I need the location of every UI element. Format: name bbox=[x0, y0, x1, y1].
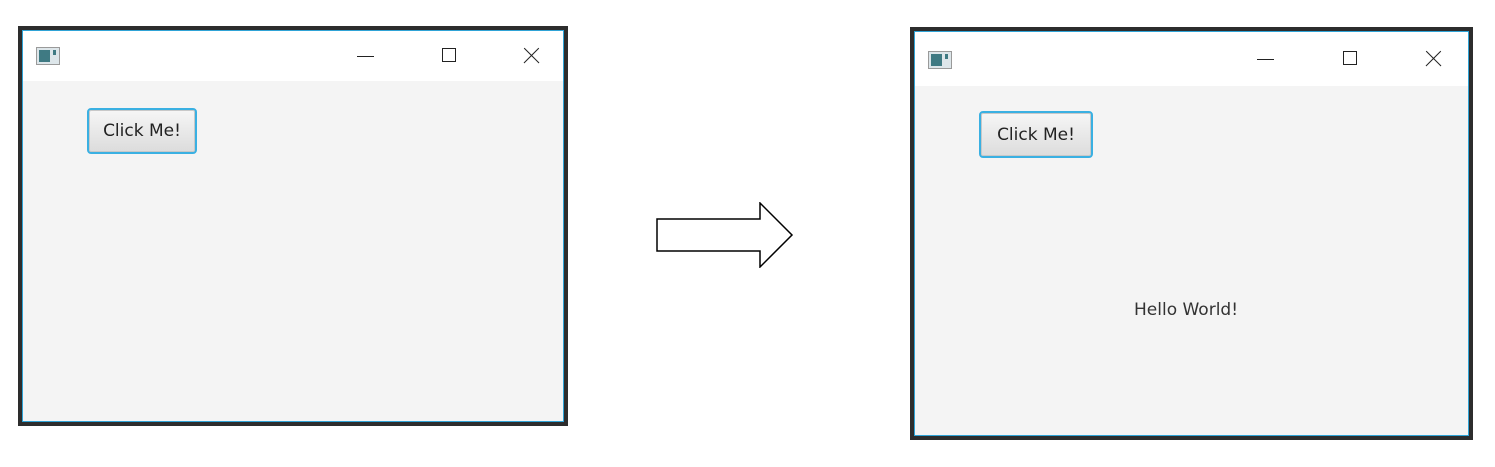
close-icon[interactable] bbox=[508, 39, 554, 73]
title-bar[interactable] bbox=[915, 32, 1468, 86]
hello-label: Hello World! bbox=[1134, 300, 1239, 320]
click-me-button[interactable]: Click Me! bbox=[87, 108, 197, 154]
window-after-content: Click Me! Hello World! bbox=[914, 31, 1469, 436]
close-icon[interactable] bbox=[1410, 42, 1456, 76]
maximize-icon[interactable] bbox=[427, 39, 473, 73]
window-before: Click Me! bbox=[18, 26, 568, 426]
window-before-content: Click Me! bbox=[22, 30, 564, 422]
app-icon bbox=[36, 47, 60, 65]
click-me-button[interactable]: Click Me! bbox=[979, 111, 1093, 158]
arrow-right-icon bbox=[656, 202, 794, 268]
minimize-icon[interactable] bbox=[1242, 42, 1288, 76]
title-bar[interactable] bbox=[23, 31, 563, 81]
app-icon bbox=[928, 51, 952, 69]
minimize-icon[interactable] bbox=[342, 39, 388, 73]
maximize-icon[interactable] bbox=[1328, 42, 1374, 76]
window-after: Click Me! Hello World! bbox=[910, 27, 1473, 440]
